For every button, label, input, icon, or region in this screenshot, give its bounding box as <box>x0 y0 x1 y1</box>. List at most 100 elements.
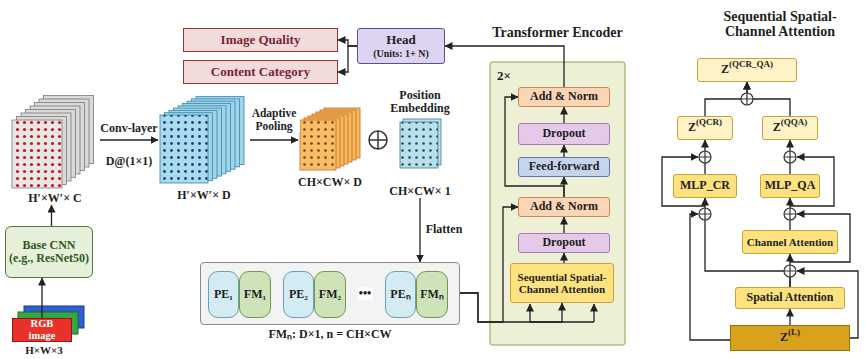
node-text: PE₂ <box>289 288 308 301</box>
add-symbol <box>784 265 796 277</box>
add-symbol <box>699 208 711 220</box>
node-text: Dropout <box>542 127 585 140</box>
node-text: Position Embedding <box>370 89 470 115</box>
token-sequence: FMₙ: D×1, n = CH×CWPE₁FM₁PE₂FM₂PEₙFMₙ <box>200 262 460 325</box>
node-text: Z <box>721 63 729 76</box>
node-text: Image Quality <box>221 33 301 47</box>
node-text: Feed-forward <box>529 160 600 173</box>
panel-heading: Sequential Spatial- Channel Attention <box>704 9 856 40</box>
node-text: Add & Norm <box>530 90 598 103</box>
feature-layer <box>160 115 208 183</box>
connector <box>563 107 564 123</box>
node-text: Sequential Spatial-Channel Attention <box>514 271 610 295</box>
connector <box>419 198 420 262</box>
feature-map-stack: H′×W′× D <box>158 95 250 185</box>
node-text: FMₙ <box>420 288 444 301</box>
head-box: Head(Units: 1+ N) <box>357 28 445 64</box>
add-symbol <box>784 265 796 277</box>
edge-label: Adaptive Pooling <box>248 107 300 132</box>
node-text: Spatial Attention <box>746 291 833 304</box>
edge-label: Conv-layer <box>99 122 158 135</box>
connector <box>563 145 564 157</box>
layer-box: Add & Norm <box>518 197 610 217</box>
add-symbol <box>741 93 753 105</box>
node-text: CH×CW× 1 <box>380 185 460 198</box>
add-symbol <box>784 151 796 163</box>
attention-box: Channel Attention <box>742 230 838 254</box>
node-text: FM₂ <box>319 288 341 301</box>
feature-layer <box>12 120 62 188</box>
node-text: (QQA) <box>781 118 808 128</box>
layer-box: Add & Norm <box>518 87 610 107</box>
node-text: Dropout <box>542 236 585 249</box>
feature-map-stack: CH×CW× D <box>298 108 362 172</box>
add-symbol <box>699 208 711 220</box>
edge-label: Flatten <box>425 223 464 236</box>
add-symbol <box>784 208 796 220</box>
input-prong <box>593 304 594 322</box>
node-text: Z <box>688 121 696 134</box>
node-text: Head <box>386 33 416 47</box>
annotation: ••• <box>358 287 373 300</box>
layer-box: Dropout <box>518 233 610 253</box>
add-symbol <box>784 151 796 163</box>
mlp-box: MLP_CR <box>673 174 737 198</box>
input-prong <box>529 304 530 322</box>
node-text: CH×CW× D <box>268 176 392 189</box>
feature-map-stack: H′×W′× C <box>10 92 100 205</box>
node-text: PE₁ <box>214 288 233 301</box>
layer-box: Dropout <box>518 123 610 145</box>
input-image: RGB image <box>12 318 72 342</box>
token-part: PE₂ <box>283 271 314 318</box>
add-symbol <box>699 151 711 163</box>
token-part: PE₁ <box>208 271 239 318</box>
connector <box>41 278 42 318</box>
encoder-panel: Transformer Encoder2×Add & NormDropoutFe… <box>490 62 625 345</box>
connector <box>445 46 564 87</box>
node-text: (QCR_QA) <box>729 60 773 70</box>
node-text: Base CNN (e.g., ResNet50) <box>9 239 89 265</box>
connector <box>505 97 564 197</box>
tensor-box: Z(QQA) <box>762 116 818 140</box>
backbone-box: Base CNN (e.g., ResNet50) <box>5 226 93 278</box>
annotation: H×W×3 <box>24 344 64 356</box>
node-text: (L) <box>788 328 800 338</box>
connector <box>100 139 158 140</box>
connector <box>563 217 564 233</box>
feature-layer <box>300 120 336 170</box>
token-part: FMₙ <box>416 271 448 318</box>
token-part: FM₂ <box>314 271 346 318</box>
node-text: Z <box>780 331 788 344</box>
input-bus <box>530 321 594 322</box>
connector <box>563 253 564 263</box>
tensor-box: Z(L) <box>730 325 850 351</box>
tensor-box: Z(QCR_QA) <box>697 58 797 82</box>
connector <box>789 309 790 325</box>
node-text: FM₁ <box>244 288 266 301</box>
node-text: MLP_QA <box>765 179 816 192</box>
attention-box: Spatial Attention <box>735 287 845 309</box>
connector <box>338 46 357 72</box>
token-part: PEₙ <box>385 271 416 318</box>
feature-maps <box>12 96 441 189</box>
annotation: D@(1×1) <box>105 155 154 168</box>
node-text: RGB image <box>16 318 68 341</box>
node-text: (QCR) <box>696 118 722 128</box>
feature-layer <box>400 122 438 168</box>
node-text: H′×W′× D <box>128 189 280 202</box>
node-text: Z <box>773 121 781 134</box>
node-text: H′×W′× C <box>0 192 110 205</box>
node-text: (Units: 1+ N) <box>373 48 429 59</box>
position-embedding: Position EmbeddingCH×CW× 1 <box>390 118 450 198</box>
node-text: Add & Norm <box>530 200 598 213</box>
layer-box: Feed-forward <box>518 157 610 177</box>
connector <box>250 139 298 140</box>
attention-box: Sequential Spatial-Channel Attention <box>510 263 614 303</box>
add-symbol <box>741 93 753 105</box>
token-part: FM₁ <box>239 271 271 318</box>
node-text: 2× <box>497 69 511 83</box>
node-text: MLP_CR <box>680 179 730 192</box>
output-box: Image Quality <box>183 28 338 52</box>
node-text: PEₙ <box>390 288 410 301</box>
